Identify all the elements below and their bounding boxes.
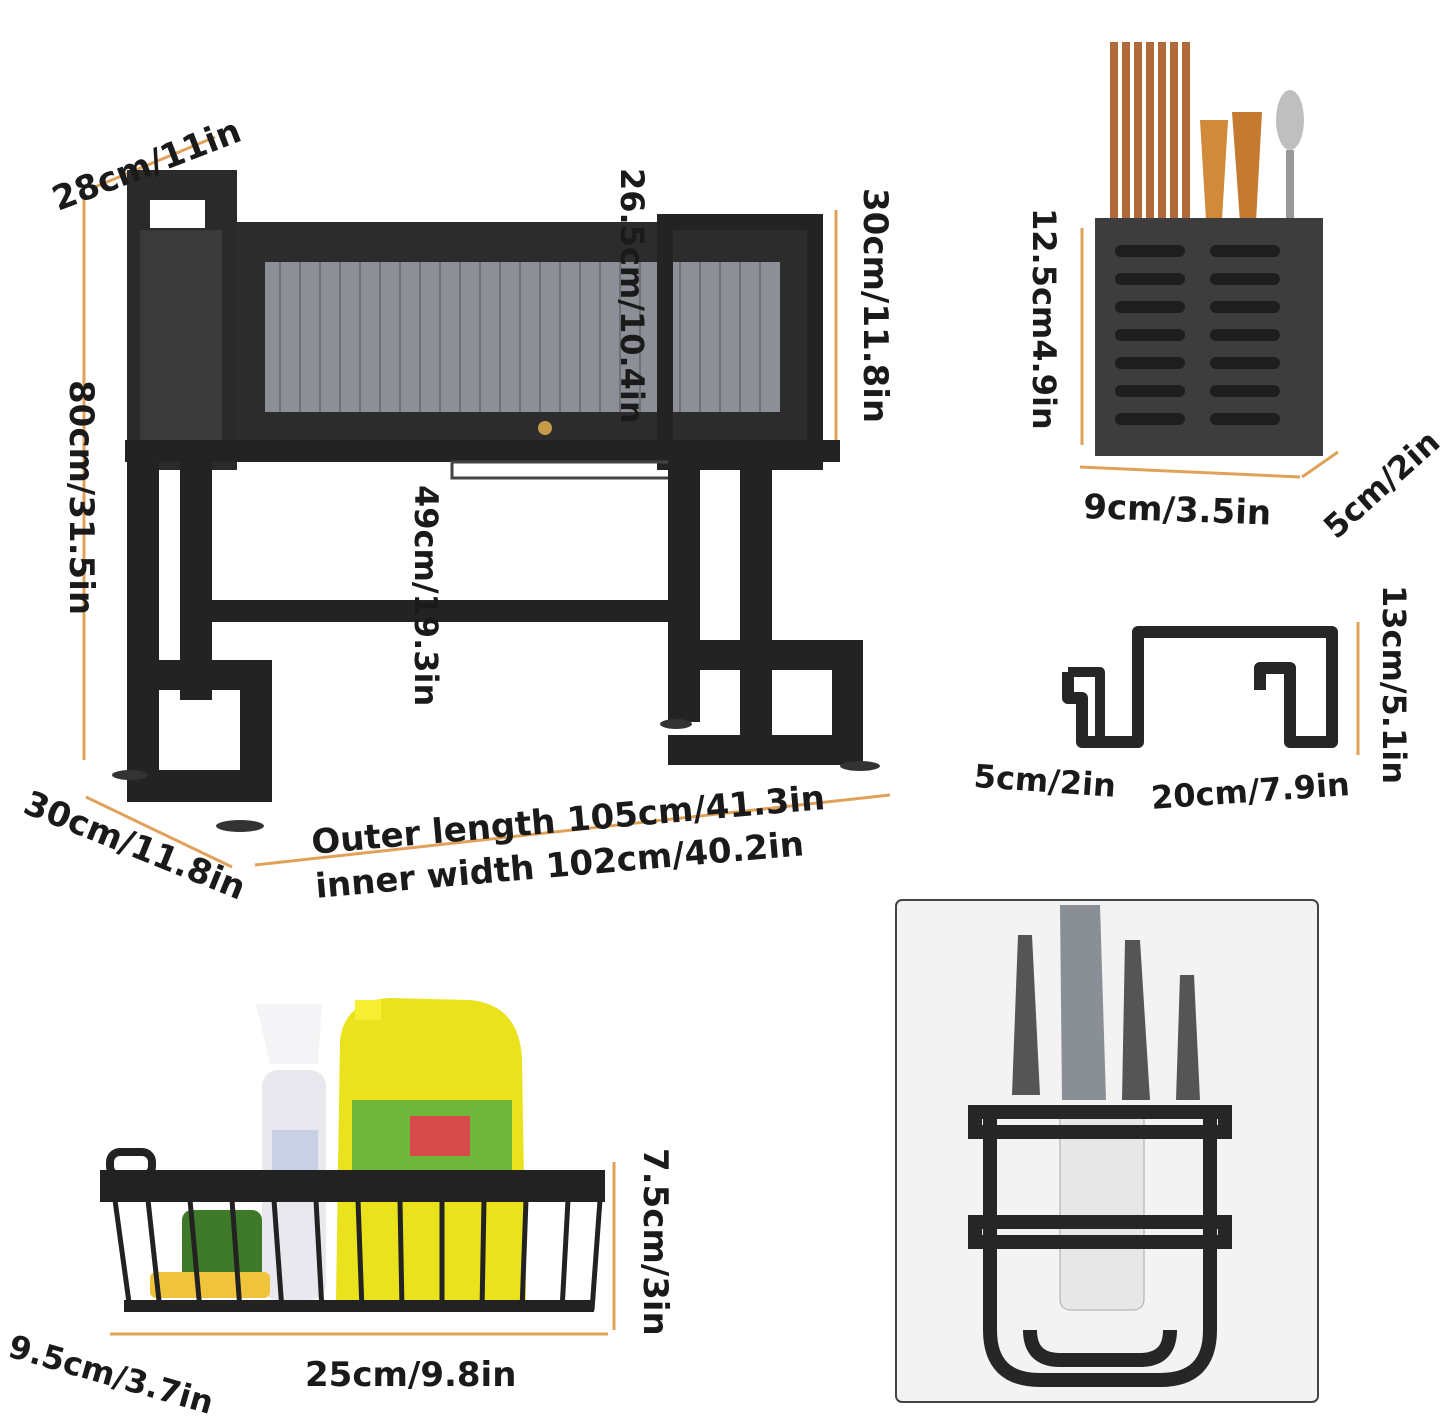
dim-line-bottom-depth: [85, 795, 233, 869]
dim-line-utensil-width: [1079, 465, 1301, 479]
rack-cabinet-height-label: 26.5cm/10.4in: [613, 168, 651, 424]
hook-bar: [1062, 626, 1338, 748]
rack-clearance-label: 49cm/19.3in: [407, 485, 445, 707]
hook-size-label: 5cm/2in: [972, 757, 1118, 805]
knife-block-icon: [895, 899, 1319, 1403]
basket-length-label: 25cm/9.8in: [305, 1355, 517, 1395]
rack-cross-bar: [212, 600, 677, 622]
utensil-height-label: 12.5cm4.9in: [1025, 208, 1063, 430]
rack-side-height-label: 30cm/11.8in: [855, 188, 895, 424]
dim-line-utensil-depth: [1301, 450, 1339, 479]
dim-line-top-depth: [94, 135, 216, 189]
dish-rack: [112, 170, 880, 832]
utensil-holder: [1095, 42, 1323, 456]
cabinet-knob-icon: [538, 421, 552, 435]
basket-height-label: 7.5cm/3in: [635, 1148, 675, 1336]
rack-right-leg-back: [668, 460, 700, 722]
dim-line-outer-length: [254, 793, 891, 867]
cleaning-basket: [100, 998, 605, 1312]
utensil-width-label: 9cm/3.5in: [1082, 487, 1272, 534]
rack-total-height-label: 80cm/31.5in: [61, 380, 101, 616]
hook-height-label: 13cm/5.1in: [1375, 585, 1413, 784]
rack-left-leg-front: [127, 460, 159, 790]
rack-right-leg-front: [740, 460, 772, 765]
